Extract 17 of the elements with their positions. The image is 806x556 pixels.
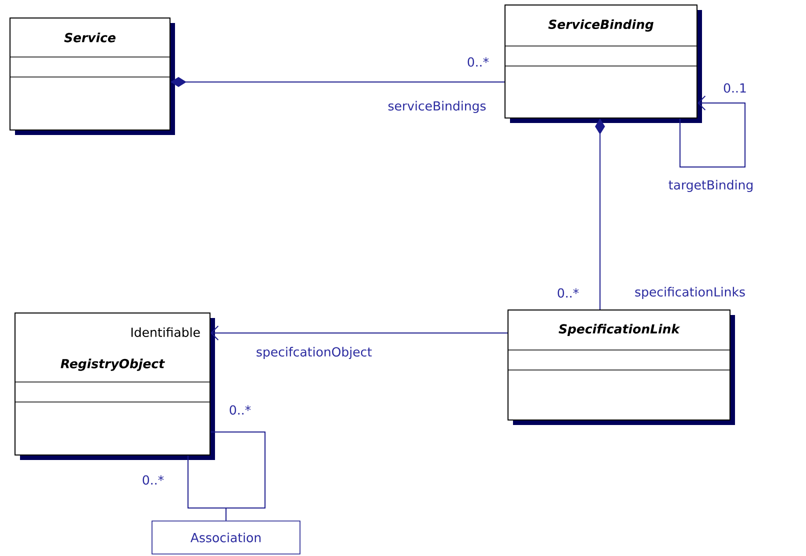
class-box: Identifiable RegistryObject (14, 312, 215, 460)
multiplicity-label: 0..* (142, 475, 164, 485)
class-box: ServiceBinding (504, 4, 702, 123)
edge-label: specificationLinks (635, 286, 745, 300)
multiplicity-label: 0..1 (724, 83, 746, 93)
multiplicity-label: 0..* (558, 288, 579, 298)
arrow (680, 96, 746, 168)
edge-label: specifcationObject (256, 346, 372, 360)
association-line (188, 431, 266, 508)
edge-label: serviceBindings (388, 100, 486, 114)
edge-label: targetBinding (668, 180, 752, 192)
arrow (210, 326, 508, 340)
class-box: Service (10, 18, 175, 135)
multiplicity-label: 0..* (230, 405, 251, 415)
class-box: SpecificationLink (508, 309, 735, 425)
multiplicity-label: 0..* (468, 57, 489, 67)
class-box: Association (152, 520, 300, 554)
